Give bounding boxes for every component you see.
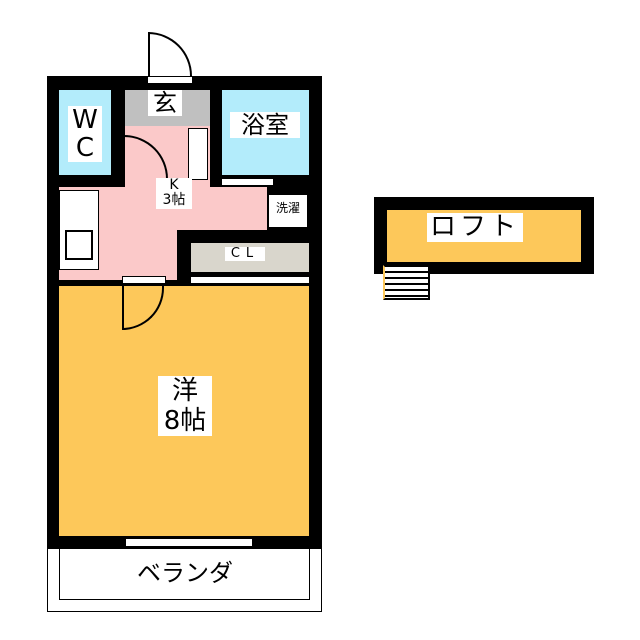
label-loft: ロフト [427,213,523,242]
window [125,538,253,547]
bath-door-bar [221,178,274,186]
label-entrance: 玄 [148,90,182,116]
veranda-inner [59,548,310,600]
label-western: 洋 8帖 [158,376,212,436]
label-bath: 浴室 [230,112,300,138]
western-door-frame [122,276,166,284]
bath-door [188,128,208,180]
kitchen-size: 3帖 [162,192,186,209]
label-kitchen: K 3帖 [156,177,192,209]
closet-doors [190,276,310,284]
entrance-opening [147,76,193,84]
label-closet: CL [225,246,265,262]
entrance-door [148,32,192,76]
label-laundry: 洗濯 [270,201,306,216]
kitchen-type: K [169,177,179,193]
label-veranda: ベランダ [115,560,255,586]
western-size: 8帖 [163,406,207,436]
western-type: 洋 [171,376,198,406]
stove [65,230,93,260]
loft-ladder [383,265,430,300]
label-wc: W C [68,106,102,162]
